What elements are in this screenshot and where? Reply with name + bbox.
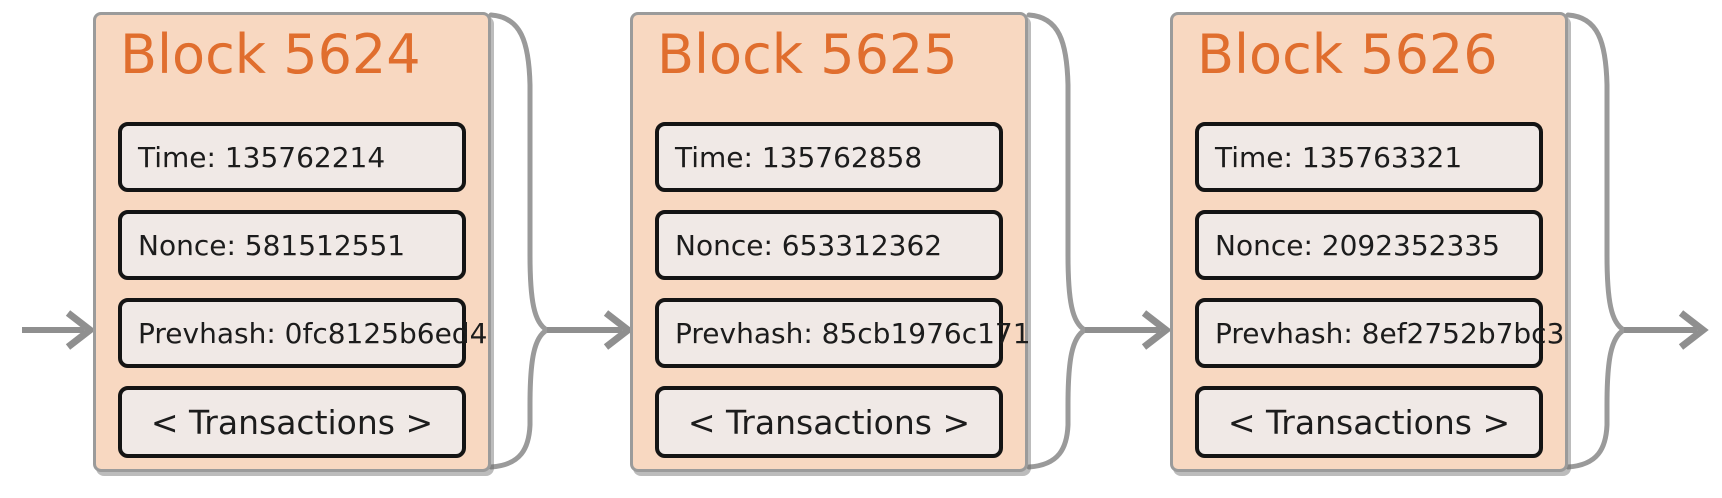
time-field: Time: 135762858 (655, 122, 1003, 192)
prevhash-field: Prevhash: 85cb1976c171 (655, 298, 1031, 368)
incoming-chain-arrow (22, 310, 96, 350)
time-field: Time: 135763321 (1195, 122, 1543, 192)
nonce-field: Nonce: 581512551 (118, 210, 466, 280)
block-title: Block 5624 (120, 23, 421, 86)
transactions-field: < Transactions > (118, 386, 466, 458)
block-title: Block 5625 (657, 23, 958, 86)
block-1-output-brace (488, 12, 553, 470)
prevhash-field: Prevhash: 0fc8125b6ed4 (118, 298, 487, 368)
block-fields: Time: 135762214 Nonce: 581512551 Prevhas… (118, 122, 487, 458)
prevhash-field: Prevhash: 8ef2752b7bc3 (1195, 298, 1564, 368)
nonce-field: Nonce: 653312362 (655, 210, 1003, 280)
block-card-5626: Block 5626 Time: 135763321 Nonce: 209235… (1170, 12, 1568, 472)
transactions-field: < Transactions > (655, 386, 1003, 458)
outgoing-chain-arrow (1624, 310, 1709, 350)
transactions-field: < Transactions > (1195, 386, 1543, 458)
block-3-output-brace (1565, 12, 1630, 470)
block-2-output-brace (1026, 12, 1091, 470)
block-card-5625: Block 5625 Time: 135762858 Nonce: 653312… (630, 12, 1031, 472)
arrow-block1-to-block2 (547, 310, 634, 350)
block-fields: Time: 135763321 Nonce: 2092352335 Prevha… (1195, 122, 1564, 458)
block-title: Block 5626 (1197, 23, 1498, 86)
nonce-field: Nonce: 2092352335 (1195, 210, 1543, 280)
block-card-5624: Block 5624 Time: 135762214 Nonce: 581512… (93, 12, 491, 472)
block-fields: Time: 135762858 Nonce: 653312362 Prevhas… (655, 122, 1031, 458)
arrow-block2-to-block3 (1085, 310, 1172, 350)
time-field: Time: 135762214 (118, 122, 466, 192)
